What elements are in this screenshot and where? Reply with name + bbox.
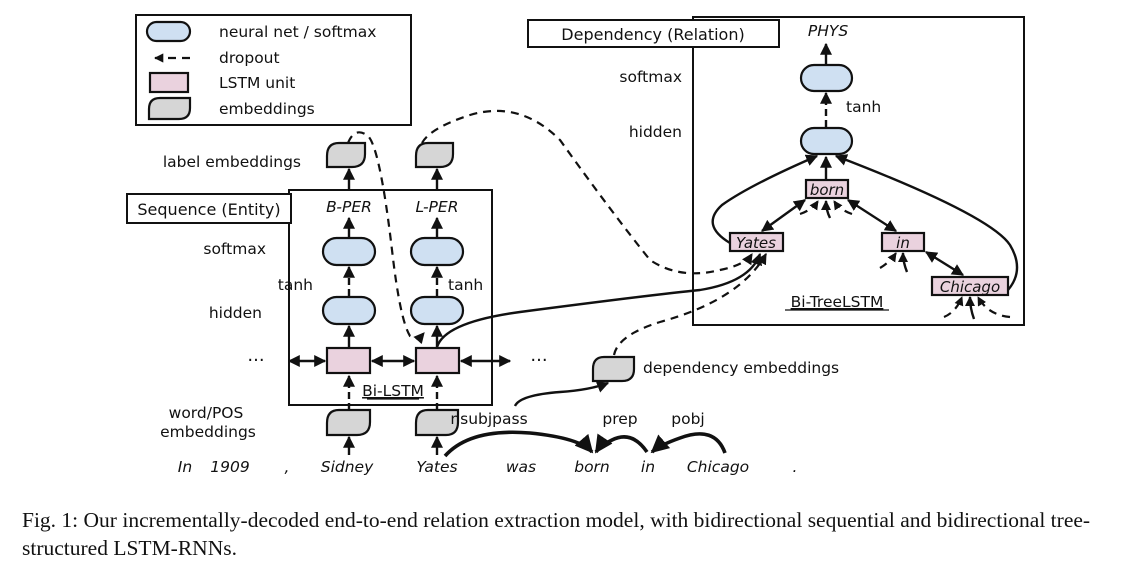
hidden-label: hidden (629, 123, 682, 141)
ellipsis-right: ··· (530, 350, 547, 371)
word: 1909 (210, 458, 249, 476)
dependency-title-box (527, 19, 780, 48)
sequence-panel: Sequence (Entity) label embeddings softm… (126, 131, 548, 455)
dropout-path (346, 131, 425, 345)
rounded-box-icon (145, 20, 192, 43)
tanh-label: tanh (846, 98, 881, 116)
sequence-column-b-per: B-PER tanh (278, 141, 377, 455)
figure-caption: Fig. 1: Our incrementally-decoded end-to… (22, 508, 1091, 560)
bi-treelstm-label: Bi-TreeLSTM (791, 293, 884, 311)
tree-node-label: born (810, 181, 844, 199)
tree-node-chicago (930, 275, 1010, 297)
softmax-node (409, 236, 465, 267)
sequence-frame (288, 189, 493, 406)
sequence-column-l-per: L-PER tanh (409, 141, 483, 455)
dependency-title: Dependency (Relation) (561, 25, 744, 44)
dependency-frame (692, 16, 1025, 326)
hidden-node (799, 126, 854, 156)
label-dropout-path (421, 109, 753, 275)
lstm-to-tree-path (435, 252, 763, 348)
relation-label: PHYS (808, 22, 848, 40)
word: . (793, 458, 798, 476)
legend-label: neural net / softmax (219, 23, 376, 41)
legend: neural net / softmax dropout LSTM unit e… (135, 14, 412, 126)
tree-node-label: Chicago (940, 278, 1000, 296)
tree-node-label: Yates (736, 234, 776, 252)
softmax-node (799, 63, 854, 93)
arc-prep (594, 433, 649, 454)
tanh-label: tanh (278, 276, 313, 294)
legend-label: embeddings (219, 100, 315, 118)
arc-label: nsubjpass (450, 410, 527, 428)
pink-rect-icon (148, 71, 190, 94)
word: Yates (416, 458, 457, 476)
entity-tag: L-PER (416, 198, 459, 216)
word: born (574, 458, 610, 476)
legend-label: LSTM unit (219, 74, 295, 92)
dependency-embeddings-label: dependency embeddings (643, 359, 839, 377)
legend-label: dropout (219, 49, 280, 67)
tree-node-label: in (896, 234, 910, 252)
tanh-label: tanh (448, 276, 483, 294)
hidden-node (321, 295, 377, 326)
word: in (641, 458, 655, 476)
sentence: In 1909 , Sidney Yates was born in Chica… (178, 458, 798, 476)
dependency-embedding (591, 355, 636, 383)
word: was (506, 458, 536, 476)
word: , (285, 458, 290, 476)
softmax-label: softmax (619, 68, 682, 86)
dep-embedding-dropout-path (612, 253, 767, 356)
label-embeddings-label: label embeddings (163, 153, 301, 171)
tree-node-born (804, 178, 850, 200)
bi-lstm-label: Bi-LSTM (362, 382, 424, 400)
word: In (178, 458, 192, 476)
word-embedding (325, 408, 372, 437)
arc-pobj (650, 432, 727, 454)
word-pos-label: embeddings (160, 423, 256, 441)
hidden-label: hidden (209, 304, 262, 322)
word: Sidney (321, 458, 374, 476)
tree-node-in (880, 231, 926, 253)
word-pos-label: word/POS (169, 404, 244, 422)
sequence-title: Sequence (Entity) (137, 200, 280, 219)
label-embedding (325, 141, 367, 169)
dependency-arcs: nsubjpass prep pobj (443, 410, 727, 458)
entity-tag: B-PER (326, 198, 372, 216)
softmax-node (321, 236, 377, 267)
lstm-unit (325, 346, 372, 375)
arc-label: prep (602, 410, 637, 428)
legend-frame (135, 14, 412, 126)
word: Chicago (687, 458, 749, 476)
arc-nsubjpass (443, 430, 594, 458)
sequence-title-box (126, 193, 292, 224)
dependency-panel: Dependency (Relation) softmax hidden PHY… (527, 16, 1025, 326)
arc-label: pobj (671, 410, 704, 428)
hidden-node (409, 295, 465, 326)
word-embedding (414, 408, 460, 437)
leaf-shape-icon (147, 96, 192, 121)
lstm-unit (414, 346, 461, 375)
ellipsis-left: ··· (247, 350, 264, 371)
softmax-label: softmax (203, 240, 266, 258)
label-embedding (414, 141, 455, 169)
